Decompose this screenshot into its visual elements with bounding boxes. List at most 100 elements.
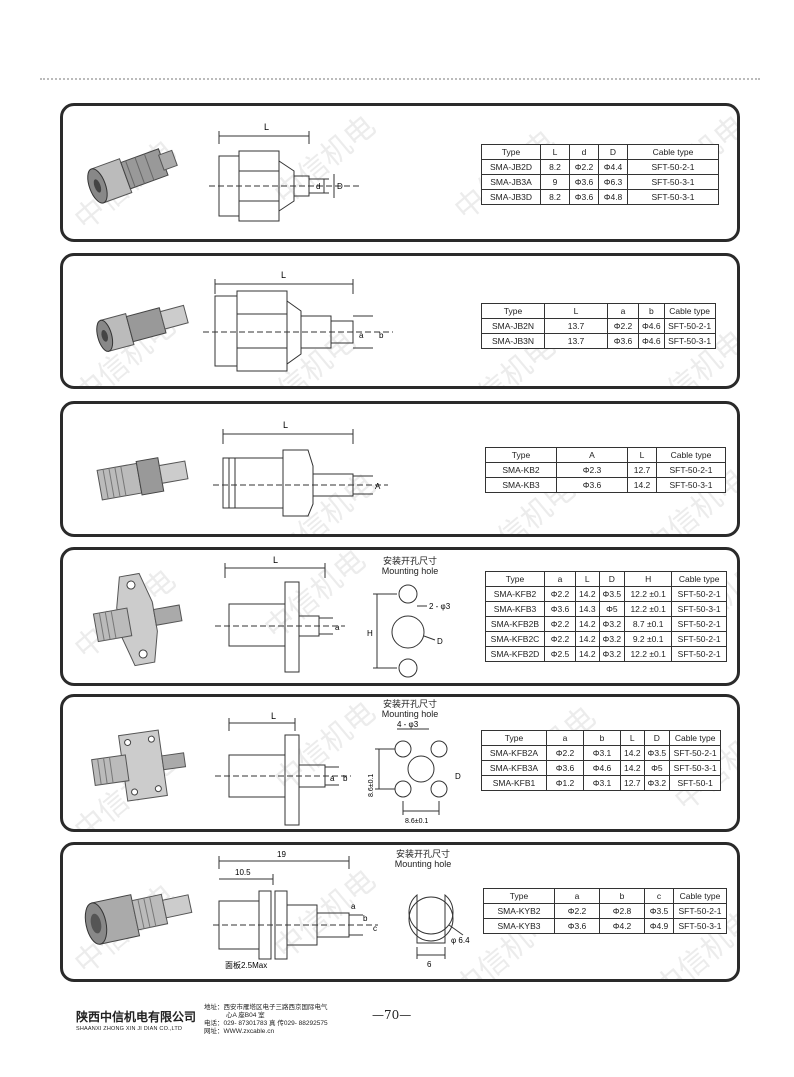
table-cell: SMA-KFB1	[481, 775, 547, 791]
dimension-drawing: L a b	[203, 270, 393, 372]
col-header: D	[598, 571, 626, 587]
table-cell: SFT-50-3-1	[627, 189, 719, 205]
table-cell: 12.2 ±0.1	[624, 601, 673, 617]
col-header: b	[599, 888, 645, 904]
col-header: a	[554, 888, 600, 904]
col-header: Cable type	[671, 571, 728, 587]
col-header: d	[569, 144, 599, 160]
col-header: L	[620, 730, 645, 746]
table-cell: SMA-KB2	[485, 462, 557, 478]
connector-photo	[87, 148, 178, 204]
col-header: a	[546, 730, 584, 746]
table-cell: SFT-50-3-1	[671, 601, 728, 617]
table-cell: SMA-KFB2D	[485, 646, 545, 662]
dim-label-b: b	[363, 914, 368, 923]
dim-label-a: A	[375, 482, 381, 491]
table-cell: Φ2.5	[544, 646, 576, 662]
dim-label-diameter: φ 6.4	[451, 936, 470, 945]
table-cell: Φ3.5	[598, 586, 626, 602]
table-cell: Φ2.2	[544, 616, 576, 632]
table-cell: Φ3.6	[554, 918, 600, 934]
table-cell: SMA-KYB2	[483, 903, 555, 919]
dim-label-l: L	[273, 555, 278, 565]
table-cell: SFT-50-2-1	[656, 462, 726, 478]
col-header: H	[624, 571, 673, 587]
table-cell: Φ3.1	[583, 745, 621, 761]
table-cell: Φ2.3	[556, 462, 628, 478]
table-cell: 13.7	[544, 318, 608, 334]
table-cell: SMA-KB3	[485, 477, 557, 493]
product-panel-jb-n: 中信机电 中信机电 中信机电 中信机电 L a b Type	[60, 253, 740, 389]
table-cell: SFT-50-2-1	[671, 586, 728, 602]
dimension-drawing: L A	[213, 420, 388, 517]
hole-count-label: 4 - φ3	[397, 720, 419, 729]
table-cell: Φ3.2	[643, 775, 671, 791]
col-header: b	[638, 303, 665, 319]
table-cell: Φ3.6	[546, 760, 584, 776]
col-header: L	[540, 144, 570, 160]
col-header: Type	[481, 144, 541, 160]
dimension-drawing: L a	[215, 555, 345, 673]
table-cell: Φ3.6	[569, 189, 599, 205]
col-header: a	[544, 571, 576, 587]
mounting-hole-title-cn: 安装开孔尺寸	[395, 849, 450, 859]
table-cell: SFT-50-2-1	[673, 903, 727, 919]
page-number: —70—	[372, 1008, 412, 1022]
table-cell: SMA-KFB2A	[481, 745, 547, 761]
dim-label-l: L	[271, 711, 276, 721]
connector-photo	[96, 304, 189, 352]
col-header: Cable type	[673, 888, 727, 904]
dim-label-b: b	[379, 331, 384, 340]
table-cell: Φ4.4	[598, 159, 628, 175]
table-cell: Φ3.6	[556, 477, 628, 493]
table-cell: Φ3.6	[607, 333, 639, 349]
address-line-1: 地址：西安市雁塔区电子三路西京国际电气	[204, 1004, 328, 1011]
dimension-drawing: 19 10.5 a b c 面板2.5Max	[213, 851, 378, 970]
table-cell: Φ3.6	[569, 174, 599, 190]
connector-photo	[96, 457, 189, 501]
dim-label-length: 10.5	[235, 868, 251, 877]
dim-label-width: 6	[427, 960, 432, 969]
table-cell: SFT-50-3-1	[663, 333, 716, 349]
dim-label-h1: 8.6±0.1	[368, 774, 375, 797]
product-panel-kfb-4hole: 中信机电 中信机电 中信机电 中信机电 a b L 安装开孔尺寸 Mountin…	[60, 694, 740, 832]
table-cell: SFT-50-2-1	[671, 616, 728, 632]
table-cell: Φ4.9	[644, 918, 674, 934]
col-header: Cable type	[669, 730, 722, 746]
col-header: A	[556, 447, 628, 463]
table-cell: Φ1.2	[546, 775, 584, 791]
col-header: L	[544, 303, 608, 319]
company-name-cn: 陕西中信机电有限公司	[76, 1010, 197, 1024]
table-cell: Φ3.6	[544, 601, 576, 617]
product-panel-kb: 中信机电 中信机电 中信机电 L A Type A L Cable type	[60, 401, 740, 537]
table-cell: 9	[540, 174, 570, 190]
table-cell: SFT-50-2-1	[671, 631, 728, 647]
mounting-hole-title-en: Mounting hole	[394, 859, 452, 869]
dimension-drawing: a b L	[215, 711, 351, 826]
table-cell: SFT-50-3-1	[656, 477, 726, 493]
table-cell: Φ4.2	[599, 918, 645, 934]
table-cell: 14.2	[575, 646, 600, 662]
mounting-hole-title: 安装开孔尺寸 Mounting hole	[383, 849, 463, 869]
col-header: Type	[485, 447, 557, 463]
table-cell: 12.7	[620, 775, 645, 791]
dim-label-D: D	[455, 772, 461, 781]
table-cell: Φ3.2	[598, 646, 626, 662]
website: 网址：WWW.zxcable.cn	[204, 1028, 275, 1035]
table-cell: Φ4.8	[598, 189, 628, 205]
table-cell: Φ4.6	[638, 318, 665, 334]
table-cell: 12.2 ±0.1	[624, 586, 673, 602]
mounting-hole-drawing: 4 - φ3 D 8.6±0.1 8.6±0.1	[368, 720, 461, 825]
connector-photo	[91, 729, 187, 802]
table-cell: SFT-50-2-1	[663, 318, 716, 334]
